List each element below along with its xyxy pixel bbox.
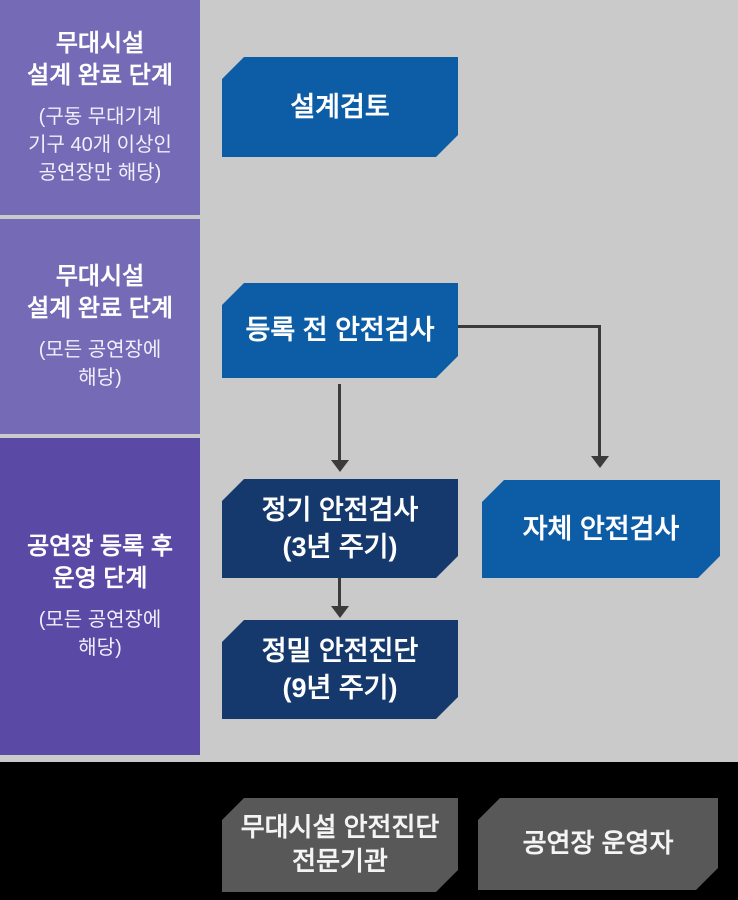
stage-title: 무대시설 설계 완료 단계 [27, 262, 173, 322]
precision-diagnosis-box: 정밀 안전진단 (9년 주기) [222, 620, 458, 719]
arrow-down-icon [331, 460, 349, 472]
arrow-down-icon [591, 456, 609, 468]
design-review-box: 설계검토 [222, 57, 458, 157]
stage-note: (모든 공연장에 해당) [38, 339, 162, 390]
stage-box-design-complete-2: 무대시설 설계 완료 단계 (모든 공연장에 해당) [0, 219, 200, 434]
expert-organization-box: 무대시설 안전진단 전문기관 [222, 798, 458, 892]
stage-note: (구동 무대기계 기구 40개 이상인 공연장만 해당) [28, 106, 172, 185]
stage-box-design-complete-1: 무대시설 설계 완료 단계 (구동 무대기계 기구 40개 이상인 공연장만 해… [0, 0, 200, 215]
stage-title: 공연장 등록 후 운영 단계 [27, 532, 173, 592]
connector-prereg-to-self-horizontal [458, 325, 601, 328]
footer-bar: 무대시설 안전진단 전문기관 공연장 운영자 [0, 762, 738, 900]
connector-periodic-to-precision [338, 578, 341, 606]
connector-prereg-to-periodic [338, 384, 341, 460]
arrow-down-icon [331, 606, 349, 618]
self-inspection-box: 자체 안전검사 [482, 480, 720, 578]
periodic-inspection-box: 정기 안전검사 (3년 주기) [222, 479, 458, 578]
stage-note: (모든 공연장에 해당) [38, 609, 162, 660]
venue-operator-box: 공연장 운영자 [478, 798, 718, 890]
stage-title: 무대시설 설계 완료 단계 [27, 29, 173, 89]
pre-registration-inspection-box: 등록 전 안전검사 [222, 283, 458, 378]
connector-prereg-to-self-vertical [598, 325, 601, 456]
stage-box-post-registration-operation: 공연장 등록 후 운영 단계 (모든 공연장에 해당) [0, 438, 200, 755]
